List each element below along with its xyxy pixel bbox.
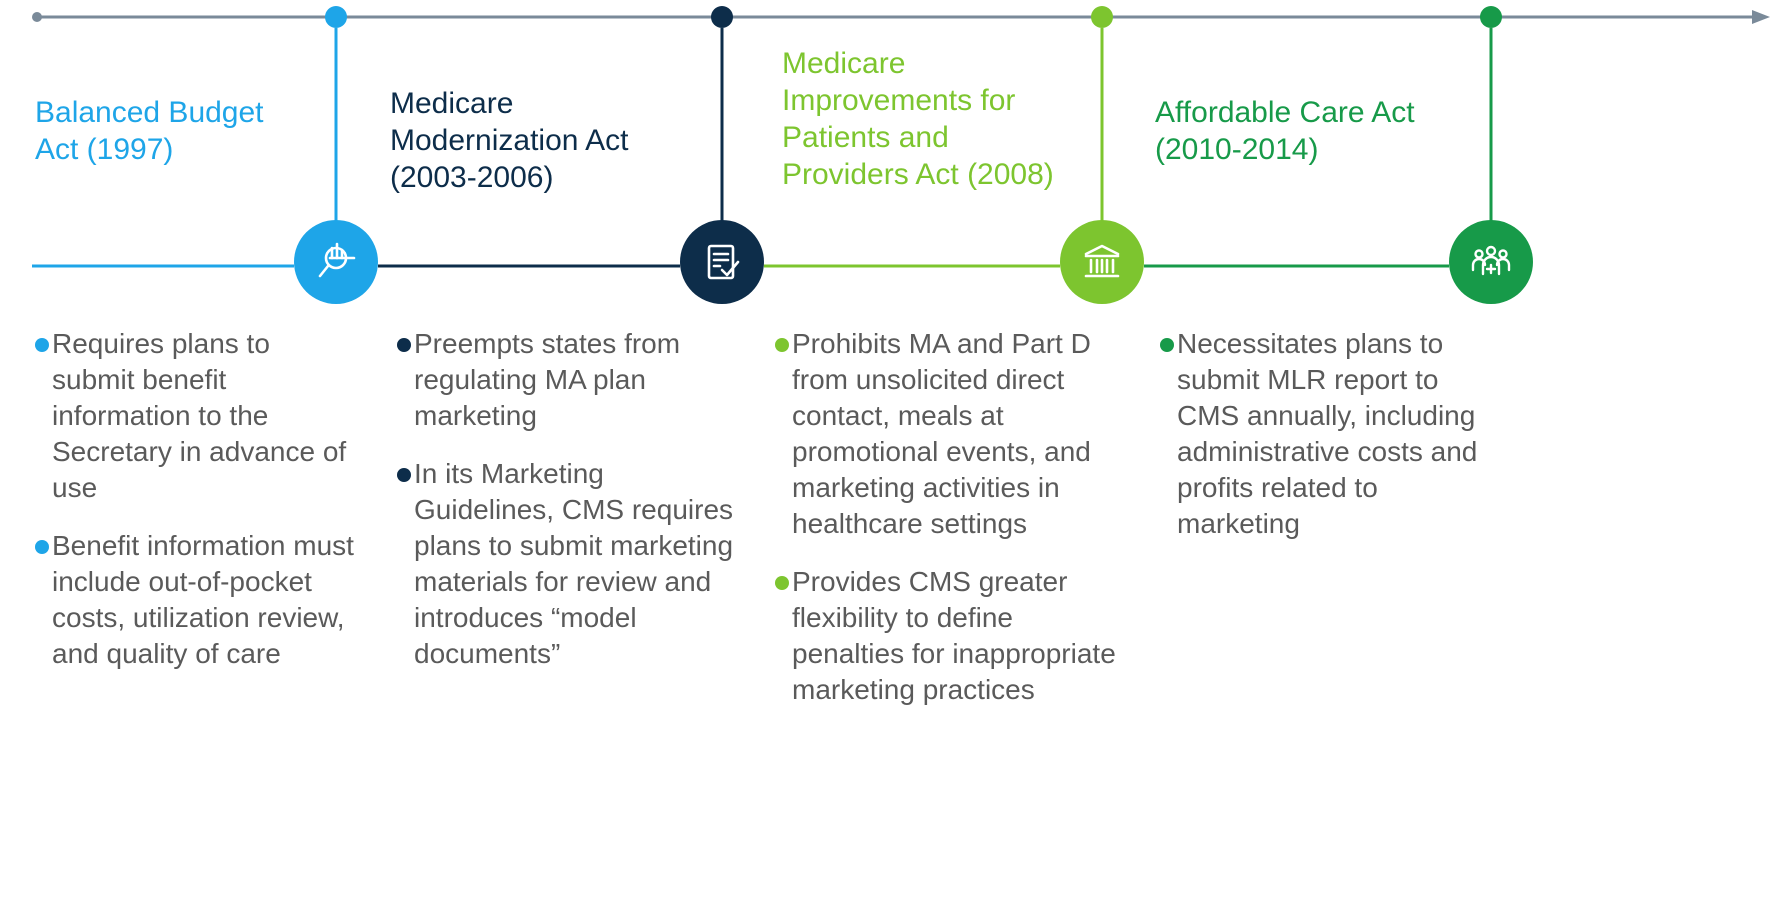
bullet-text: Preempts states from regulating MA plan … (414, 328, 681, 431)
bullet-dot (775, 576, 789, 590)
bullet-item: Provides CMS greater flexibility to defi… (772, 564, 1124, 708)
bullet-item: Preempts states from regulating MA plan … (394, 326, 744, 434)
bullet-dot (775, 338, 789, 352)
bullet-text: Provides CMS greater flexibility to defi… (792, 566, 1116, 705)
milestone-title-mippa: Medicare Improvements for Patients and P… (782, 47, 1054, 191)
magnifier-chart-icon (294, 220, 378, 304)
bullet-item: Necessitates plans to submit MLR report … (1157, 326, 1497, 542)
axis-dot-mippa (1091, 6, 1113, 28)
bullet-item: Requires plans to submit benefit informa… (32, 326, 357, 506)
bullet-item: In its Marketing Guidelines, CMS require… (394, 456, 744, 672)
milestone-title-mma: Medicare Modernization Act (2003-2006) (390, 87, 629, 194)
bullet-dot (397, 338, 411, 352)
bullet-item: Benefit information must include out-of-… (32, 528, 357, 672)
bullet-dot (35, 540, 49, 554)
people-care-icon (1449, 220, 1533, 304)
document-check-icon (680, 220, 764, 304)
bullet-text: Necessitates plans to submit MLR report … (1177, 328, 1478, 539)
axis-dot-bba (325, 6, 347, 28)
axis-start-dot (32, 12, 42, 22)
bullet-list-mma: Preempts states from regulating MA plan … (394, 326, 744, 694)
axis-dot-aca (1480, 6, 1502, 28)
axis-dot-mma (711, 6, 733, 28)
bullet-text: Requires plans to submit benefit informa… (52, 328, 347, 503)
bullet-list-aca: Necessitates plans to submit MLR report … (1157, 326, 1497, 564)
axis-arrowhead (1752, 10, 1770, 24)
bullet-text: Prohibits MA and Part D from unsolicited… (792, 328, 1091, 539)
bullet-list-mippa: Prohibits MA and Part D from unsolicited… (772, 326, 1124, 730)
bullet-text: In its Marketing Guidelines, CMS require… (414, 458, 734, 669)
bullet-dot (397, 468, 411, 482)
milestone-title-bba: Balanced Budget Act (1997) (35, 96, 264, 166)
government-building-icon (1060, 220, 1144, 304)
bullet-dot (1160, 338, 1174, 352)
bullet-text: Benefit information must include out-of-… (52, 530, 354, 669)
bullet-list-bba: Requires plans to submit benefit informa… (32, 326, 357, 694)
bullet-item: Prohibits MA and Part D from unsolicited… (772, 326, 1124, 542)
milestone-title-aca: Affordable Care Act (2010-2014) (1155, 96, 1415, 166)
bullet-dot (35, 338, 49, 352)
